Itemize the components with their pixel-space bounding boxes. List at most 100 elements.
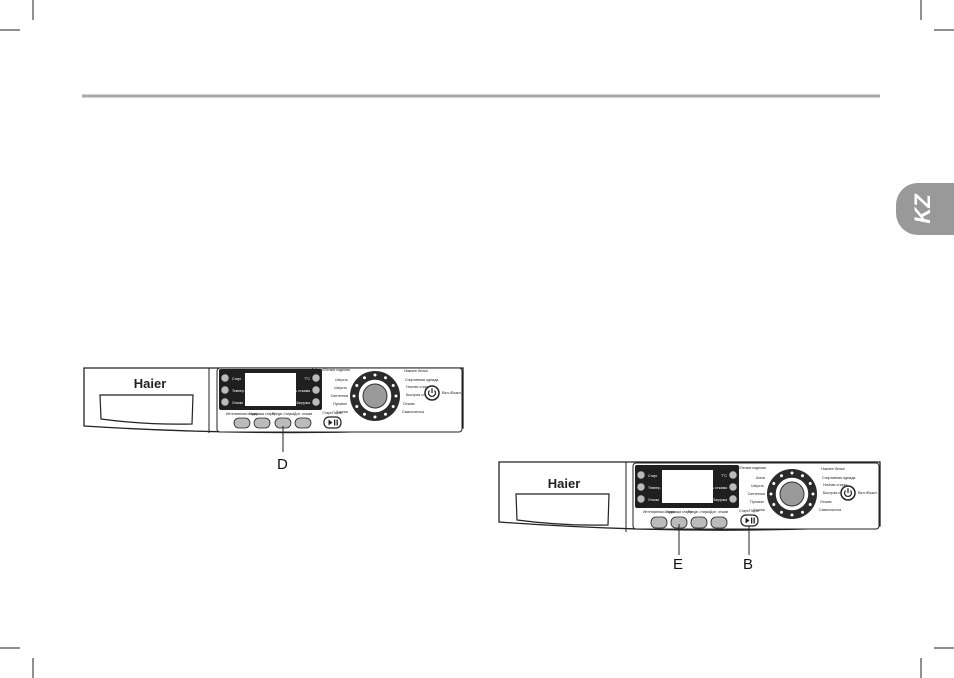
svg-text:Хлопок: Хлопок xyxy=(753,508,765,512)
svg-text:Отжим: Отжим xyxy=(403,402,415,406)
button-start[interactable] xyxy=(636,470,646,480)
dial-indicator-dots xyxy=(352,373,398,419)
svg-text:Спортивная одежда: Спортивная одежда xyxy=(822,476,855,480)
power-icon xyxy=(843,490,853,497)
bottom-button-label: Доп. отжим xyxy=(294,412,313,416)
button-temperature[interactable] xyxy=(220,385,230,395)
power-icon xyxy=(427,390,437,397)
right-buttons: T°C Скорость отжима Загрузка xyxy=(700,470,738,504)
callout-label-e: E xyxy=(673,556,684,573)
svg-text:Шерсть: Шерсть xyxy=(335,378,348,382)
left-button-label: Старт xyxy=(648,474,658,478)
right-button-label: Скорость отжима xyxy=(283,389,311,393)
bottom-button-label: Предв. стирка xyxy=(272,412,294,416)
brand-logo: Haier xyxy=(548,476,581,491)
right-button-label: Загрузка xyxy=(713,498,727,502)
button-temp-c[interactable] xyxy=(311,373,321,383)
svg-text:Быстрая стирка: Быстрая стирка xyxy=(406,393,432,397)
control-panel-top: Haier Старт Темпер. Отжим T°C Скорость о… xyxy=(83,367,464,452)
detergent-drawer xyxy=(99,394,194,425)
bottom-button-label: Задержка старта xyxy=(249,412,276,416)
power-label: Вкл./Выкл. xyxy=(442,390,462,395)
svg-text:Самоочистка: Самоочистка xyxy=(819,508,841,512)
button-load[interactable] xyxy=(728,494,738,504)
svg-text:Гибкие/Легкие изделия: Гибкие/Легкие изделия xyxy=(728,466,766,470)
right-button-label: Скорость отжима xyxy=(700,486,728,490)
play-icon xyxy=(328,419,333,426)
svg-text:Хлопок: Хлопок xyxy=(336,410,348,414)
button-delay-start[interactable] xyxy=(253,417,271,429)
pause-icon xyxy=(753,517,755,524)
start-pause-label: Старт/Пауза xyxy=(322,411,342,415)
right-buttons: T°C Скорость отжима Загрузка xyxy=(283,373,321,407)
left-button-label: Старт xyxy=(232,377,242,381)
svg-text:Нижнее белье: Нижнее белье xyxy=(404,369,428,373)
svg-text:Нижнее белье: Нижнее белье xyxy=(821,467,845,471)
svg-text:Гибкие/Легкие изделия: Гибкие/Легкие изделия xyxy=(312,368,350,372)
pause-icon xyxy=(334,419,336,426)
left-button-label: Отжим xyxy=(232,401,243,405)
svg-text:Шелк: Шелк xyxy=(756,476,765,480)
button-spin[interactable] xyxy=(636,494,646,504)
lcd-display xyxy=(245,373,296,406)
left-buttons: Старт Темпер. Отжим xyxy=(220,373,245,407)
bottom-button-label: Предв. стирка xyxy=(688,510,710,514)
bottom-button-label: Интенсивная стирка xyxy=(226,412,258,416)
button-intensive-wash[interactable] xyxy=(233,417,251,429)
pause-icon xyxy=(751,517,753,524)
program-labels-right: Нижнее белье Спортивная одежда Ночная ст… xyxy=(402,369,438,414)
bottom-button-label: Задержка старта xyxy=(666,510,693,514)
detergent-drawer xyxy=(515,493,610,526)
control-panel-bottom: Haier Старт Темпер. Отжим T°C Скорость о… xyxy=(498,461,881,555)
brand-logo: Haier xyxy=(134,376,167,391)
svg-text:Синтетика: Синтетика xyxy=(331,394,348,398)
language-tab: KZ xyxy=(896,183,954,235)
button-spin-speed[interactable] xyxy=(728,482,738,492)
svg-text:Пуховое: Пуховое xyxy=(750,500,764,504)
program-labels-left: Гибкие/Легкие изделия Шелк Шерсть Синтет… xyxy=(728,466,766,512)
left-button-label: Темпер. xyxy=(232,389,245,393)
bottom-buttons: Интенсивная стирка Задержка старта Предв… xyxy=(226,412,313,429)
language-tab-label: KZ xyxy=(910,194,935,224)
pause-icon xyxy=(336,419,338,426)
lcd-display xyxy=(662,470,713,503)
left-button-label: Отжим xyxy=(648,498,659,502)
right-button-label: Загрузка xyxy=(296,401,310,405)
callout-label-b: B xyxy=(743,556,754,573)
svg-text:Шерсть: Шерсть xyxy=(334,386,347,390)
bottom-buttons: Интенсивная стирка Задержка старта Предв… xyxy=(643,510,729,529)
svg-text:Пуховое: Пуховое xyxy=(333,402,347,406)
svg-text:Шерсть: Шерсть xyxy=(751,484,764,488)
right-button-label: T°C xyxy=(304,377,310,381)
button-temp-c[interactable] xyxy=(728,470,738,480)
dial-indicator-dots xyxy=(769,471,815,517)
button-temperature[interactable] xyxy=(636,482,646,492)
button-intensive-wash[interactable] xyxy=(650,516,668,529)
svg-text:Быстрая стирка: Быстрая стирка xyxy=(823,491,849,495)
button-spin[interactable] xyxy=(220,397,230,407)
callout-label-d: D xyxy=(277,456,288,473)
program-dial[interactable] xyxy=(350,371,400,421)
left-button-label: Темпер. xyxy=(648,486,661,490)
button-extra-spin[interactable] xyxy=(710,516,728,529)
svg-text:Спортивная одежда: Спортивная одежда xyxy=(405,378,438,382)
bottom-button-label: Доп. отжим xyxy=(710,510,729,514)
start-pause-label: Старт/Пауза xyxy=(739,509,759,513)
right-button-label: T°C xyxy=(721,474,727,478)
svg-text:Синтетика: Синтетика xyxy=(748,492,765,496)
button-spin-speed[interactable] xyxy=(311,385,321,395)
button-load[interactable] xyxy=(311,397,321,407)
program-labels-right: Нижнее белье Спортивная одежда Ночная ст… xyxy=(819,467,855,512)
play-icon xyxy=(745,517,750,524)
button-prewash[interactable] xyxy=(690,516,708,529)
button-start[interactable] xyxy=(220,373,230,383)
left-buttons: Старт Темпер. Отжим xyxy=(636,470,661,504)
svg-text:Ночная стирка: Ночная стирка xyxy=(823,483,847,487)
svg-text:Отжим: Отжим xyxy=(820,500,832,504)
button-extra-spin[interactable] xyxy=(294,417,312,429)
svg-text:Ночная стирка: Ночная стирка xyxy=(406,385,430,389)
svg-text:Самоочистка: Самоочистка xyxy=(402,410,424,414)
program-dial[interactable] xyxy=(767,469,817,519)
